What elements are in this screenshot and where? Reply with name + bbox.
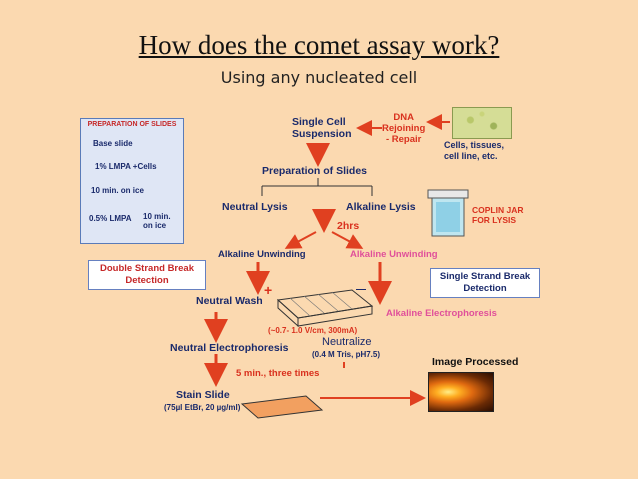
- label-neutral-lysis: Neutral Lysis: [222, 201, 288, 213]
- label-alkaline-unwinding-right: Alkaline Unwinding: [350, 249, 438, 260]
- stain-slide-shape: [240, 395, 324, 419]
- double-strand-box: Double Strand Break Detection: [88, 260, 206, 290]
- electrophoresis-chamber: [276, 289, 374, 328]
- label-neutral-wash: Neutral Wash: [196, 295, 263, 307]
- label-plus: +: [264, 282, 273, 298]
- label-two-hrs: 2hrs: [337, 220, 360, 232]
- label-dna-rejoining: DNA Rejoining - Repair: [382, 112, 426, 145]
- prep-ice-1: 10 min. on ice: [91, 186, 144, 195]
- arrow-split-right: [331, 231, 364, 249]
- arrow-split-left: [284, 231, 317, 249]
- label-alkaline-lysis: Alkaline Lysis: [346, 201, 416, 213]
- label-neutral-electrophoresis: Neutral Electrophoresis: [170, 342, 289, 354]
- coplin-jar-shape: [427, 189, 469, 237]
- label-cells-tissues: Cells, tissues, cell line, etc.: [444, 140, 505, 161]
- label-tris: (0.4 M Tris, pH7.5): [312, 350, 381, 359]
- page-subtitle: Using any nucleated cell: [220, 68, 418, 87]
- label-etbr: (75µl EtBr, 20 µg/ml): [164, 403, 241, 412]
- prep-panel-heading: PREPARATION OF SLIDES: [87, 121, 177, 128]
- prep-lmpa-cells: 1% LMPA +Cells: [95, 162, 157, 171]
- prep-ice-2: 10 min. on ice: [143, 212, 171, 230]
- label-prep-slides: Preparation of Slides: [262, 165, 368, 177]
- single-strand-box: Single Strand Break Detection: [430, 268, 540, 298]
- label-stain-slide: Stain Slide: [176, 389, 230, 401]
- label-voltage: (~0.7- 1.0 V/cm, 300mA): [268, 326, 358, 335]
- label-minus: —: [356, 284, 366, 295]
- label-alkaline-electrophoresis: Alkaline Electrophoresis: [386, 308, 497, 319]
- label-single-cell: Single Cell Suspension: [292, 116, 352, 140]
- label-alkaline-unwinding-left: Alkaline Unwinding: [218, 249, 306, 260]
- label-five-min: 5 min., three times: [236, 368, 320, 379]
- label-neutralize: Neutralize: [322, 336, 372, 348]
- comet-image: [428, 372, 494, 412]
- label-image-processed: Image Processed: [432, 356, 519, 368]
- prep-slides-panel: PREPARATION OF SLIDES Base slide 1% LMPA…: [80, 118, 184, 244]
- page-title: How does the comet assay work?: [138, 30, 500, 60]
- prep-lmpa: 0.5% LMPA: [89, 214, 132, 223]
- cells-image: [452, 107, 512, 139]
- label-coplin-jar: COPLIN JAR FOR LYSIS: [472, 205, 524, 225]
- prep-base-slide: Base slide: [93, 139, 133, 148]
